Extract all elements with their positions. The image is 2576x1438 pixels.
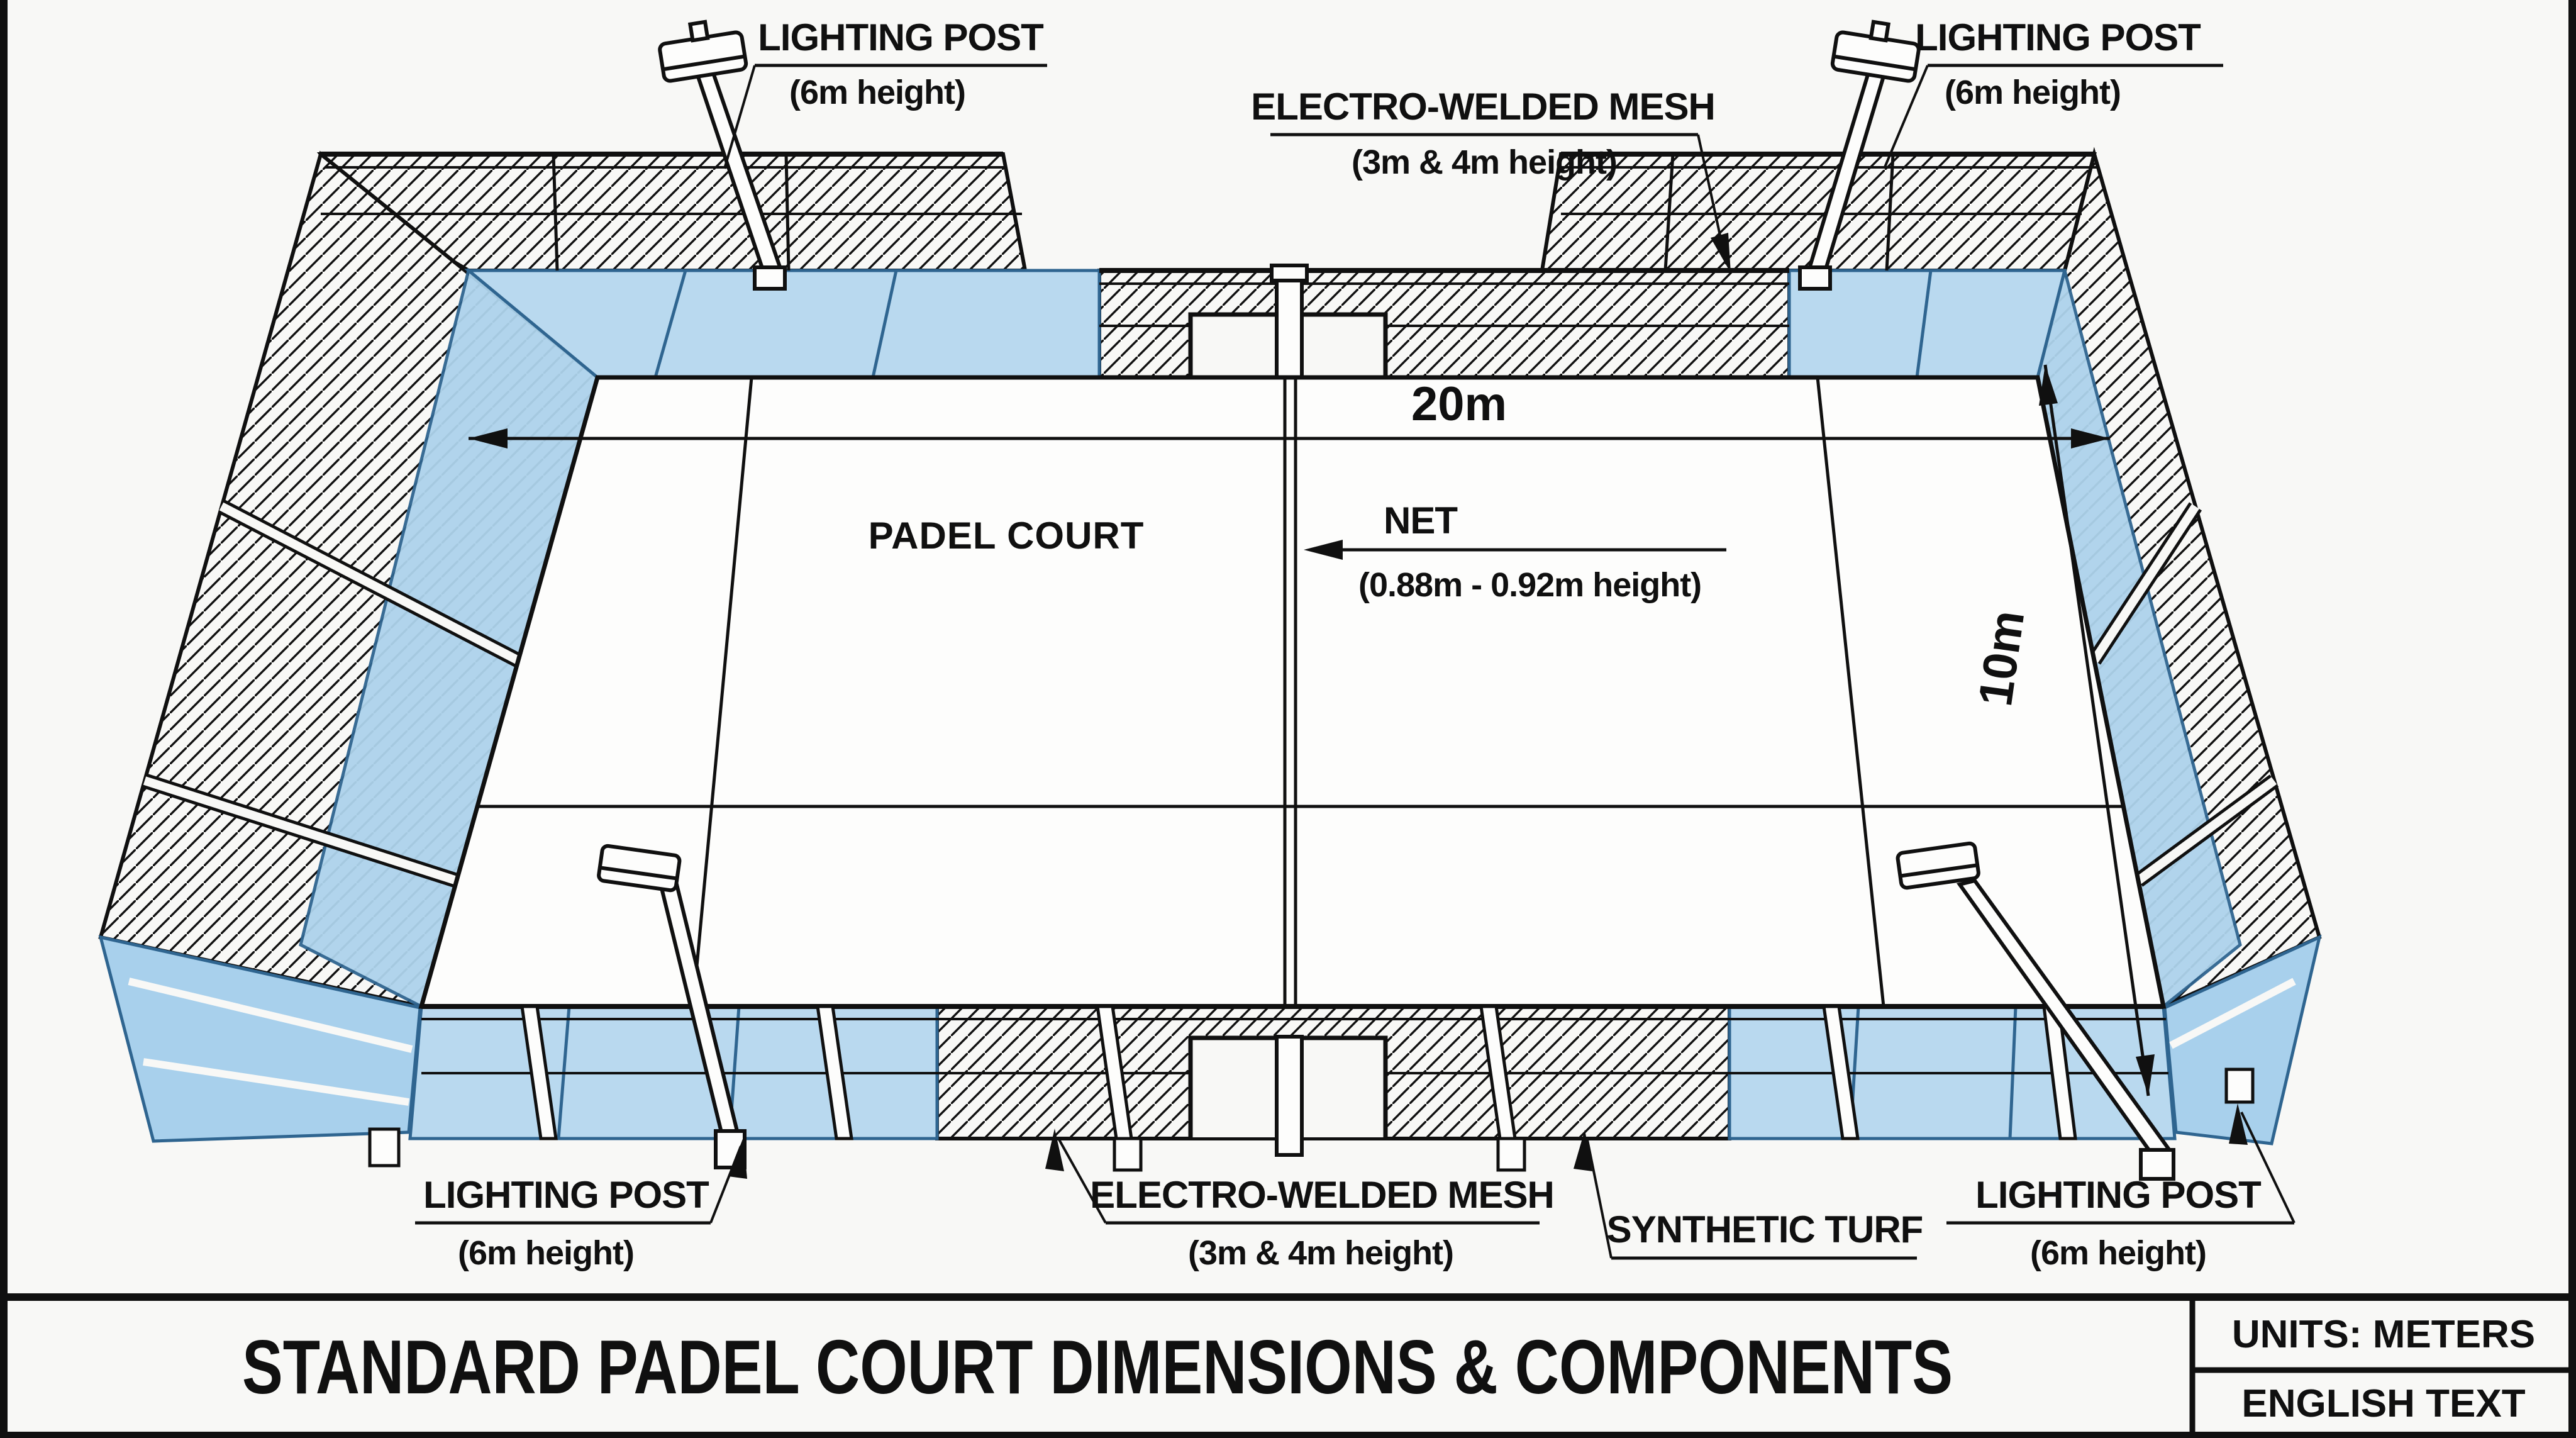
leader-arrow-icon — [728, 1137, 747, 1179]
leader-arrow-icon — [1045, 1129, 1064, 1171]
arrowhead-left-icon — [469, 428, 508, 449]
label-title: LIGHTING POST — [1915, 16, 2201, 59]
label-mesh-top: ELECTRO-WELDED MESH (3m & 4m height) — [1251, 86, 1731, 273]
service-line-right — [1816, 377, 1885, 1007]
arrowhead-up-icon — [2039, 365, 2058, 406]
label-lighting-post-bottom-right: LIGHTING POST (6m height) — [1946, 1103, 2296, 1272]
units-cell: UNITS: METERS — [2232, 1313, 2535, 1356]
language-cell: ENGLISH TEXT — [2241, 1382, 2525, 1425]
bottom-wall-posts — [368, 1005, 2255, 1172]
label-subtitle: (6m height) — [458, 1234, 634, 1272]
label-subtitle: (3m & 4m height) — [1352, 143, 1617, 181]
post-foot — [2139, 1148, 2175, 1181]
dimension-20m-value: 20m — [1411, 377, 1507, 431]
leader-line — [1057, 1137, 1107, 1223]
bottom-door-opening — [1188, 1035, 1388, 1157]
lighting-posts — [597, 20, 2175, 1181]
leader-arrow-icon — [1304, 540, 1343, 560]
leader-line — [723, 65, 756, 169]
dimension-10m-value: 10m — [1968, 607, 2035, 709]
label-lighting-post-bottom-left: LIGHTING POST (6m height) — [415, 1137, 747, 1272]
lamp-head-icon — [597, 844, 682, 893]
label-title: NET — [1384, 499, 1457, 542]
label-subtitle: (0.88m - 0.92m height) — [1358, 566, 1701, 604]
leader-line — [2240, 1112, 2296, 1223]
lamp-head-icon — [1896, 841, 1980, 890]
label-net: NET (0.88m - 0.92m height) — [1304, 499, 1726, 604]
leader-arrow-icon — [2229, 1103, 2248, 1145]
top-door-opening — [1188, 264, 1388, 384]
leader-arrow-icon — [1711, 233, 1731, 273]
service-line-left — [691, 377, 753, 1007]
label-title: ELECTRO-WELDED MESH — [1090, 1174, 1554, 1216]
label-subtitle: (6m height) — [1945, 74, 2121, 111]
label-title: SYNTHETIC TURF — [1607, 1208, 1923, 1251]
label-title: LIGHTING POST — [423, 1174, 709, 1216]
leader-arrow-icon — [1574, 1130, 1592, 1171]
wall-rails — [142, 499, 2279, 888]
arrowhead-right-icon — [2071, 428, 2110, 449]
net-post-top — [1275, 275, 1304, 384]
label-title: LIGHTING POST — [758, 16, 1043, 59]
post-foot — [1798, 265, 1832, 291]
glass-panels — [98, 267, 2322, 1145]
dimension-20m: 20m — [469, 377, 2110, 449]
lighting-post-bottom-left — [597, 844, 747, 1169]
label-title: LIGHTING POST — [1975, 1174, 2261, 1216]
label-synthetic-turf: SYNTHETIC TURF — [1574, 1130, 1923, 1260]
leader-line — [1883, 65, 1929, 169]
label-lighting-post-top-right: LIGHTING POST (6m height) — [1883, 16, 2223, 169]
lighting-post-top-right — [1798, 20, 1921, 291]
dimension-10m: 10m — [1968, 364, 2155, 1096]
court-label: PADEL COURT — [869, 515, 1145, 557]
label-subtitle: (6m height) — [789, 74, 965, 111]
net-line — [1283, 377, 1297, 1006]
label-mesh-bottom: ELECTRO-WELDED MESH (3m & 4m height) — [1045, 1129, 1555, 1272]
post-foot — [753, 265, 787, 291]
sheet-title: STANDARD PADEL COURT DIMENSIONS & COMPON… — [242, 1324, 1953, 1410]
label-title: ELECTRO-WELDED MESH — [1251, 86, 1715, 128]
leader-line — [1586, 1139, 1613, 1259]
annotations: LIGHTING POST (6m height) ELECTRO-WELDED… — [415, 16, 2296, 1272]
net-post-bottom — [1275, 1035, 1304, 1157]
label-subtitle: (3m & 4m height) — [1188, 1234, 1453, 1272]
lighting-post-top-left — [658, 20, 787, 291]
label-lighting-post-top-left: LIGHTING POST (6m height) — [723, 16, 1047, 169]
title-block: STANDARD PADEL COURT DIMENSIONS & COMPON… — [0, 1293, 2576, 1438]
arrowhead-down-icon — [2136, 1054, 2155, 1096]
lighting-post-bottom-right — [1896, 841, 2175, 1181]
label-subtitle: (6m height) — [2030, 1234, 2206, 1272]
